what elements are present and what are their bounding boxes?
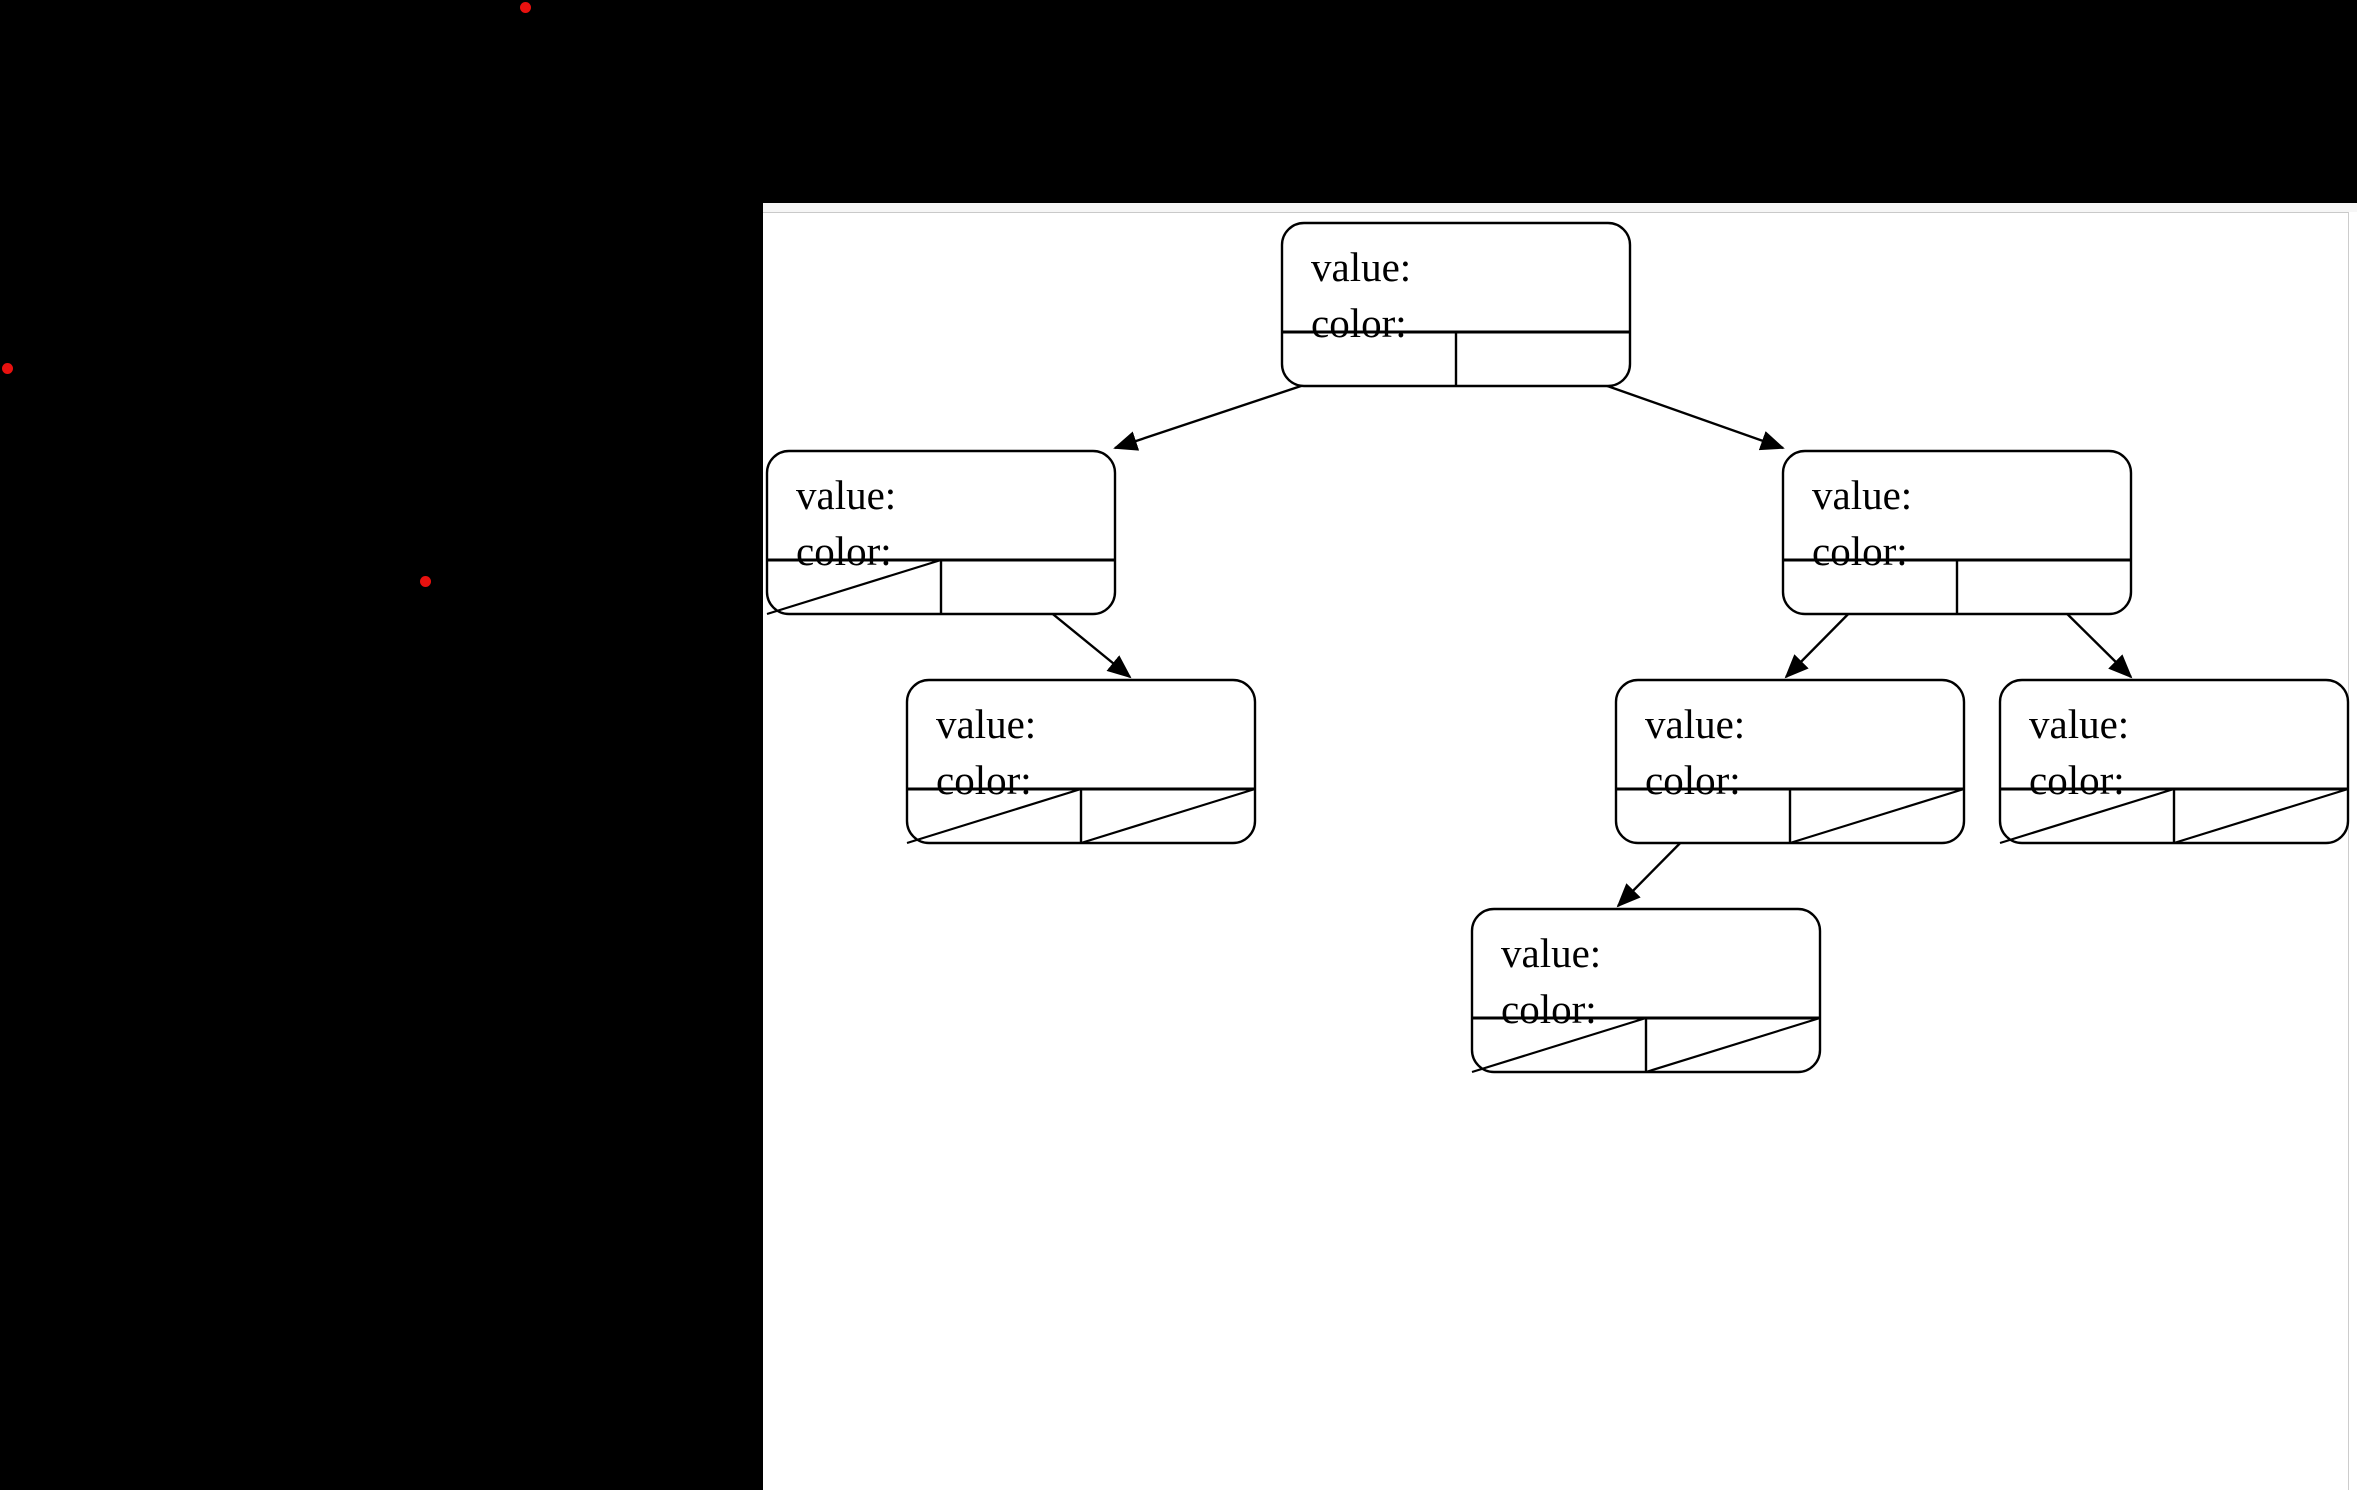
node-left-child-value-label: value: [796, 472, 896, 518]
tree-node-right-left-grandchild[interactable]: value: color: [1614, 678, 1966, 845]
marker-dot-3 [420, 576, 431, 587]
tree-node-left-right-grandchild[interactable]: value: color: [905, 678, 1257, 845]
node-right-left-grandchild-color-label: color: [1645, 757, 1741, 803]
node-left-child-left-null-slash-icon [766, 558, 942, 616]
tree-node-left-child[interactable]: value: color: [765, 449, 1117, 616]
tree-node-deepest[interactable]: value: color: [1470, 907, 1822, 1074]
vertical-scrollbar[interactable] [2348, 212, 2357, 1490]
marker-dot-2 [2, 363, 13, 374]
node-right-right-grandchild-left-null-slash-icon [1999, 787, 2175, 845]
node-deepest-color-label: color: [1501, 986, 1597, 1032]
marker-dot-1 [520, 2, 531, 13]
node-right-child-value-label: value: [1812, 472, 1912, 518]
node-left-right-grandchild-color-label: color: [936, 757, 1032, 803]
tree-node-right-child[interactable]: value: color: [1781, 449, 2133, 616]
node-deepest-right-null-slash-icon [1645, 1016, 1821, 1074]
tree-node-right-right-grandchild[interactable]: value: color: [1998, 678, 2350, 845]
node-right-right-grandchild-right-null-slash-icon [2173, 787, 2349, 845]
node-right-child-color-label: color: [1812, 528, 1908, 574]
node-left-right-grandchild-value-label: value: [936, 701, 1036, 747]
node-right-right-grandchild-value-label: value: [2029, 701, 2129, 747]
panel-top-bar [763, 203, 2357, 213]
node-deepest-value-label: value: [1501, 930, 1601, 976]
node-left-right-grandchild-right-null-slash-icon [1080, 787, 1256, 845]
node-right-left-grandchild-right-null-slash-icon [1789, 787, 1965, 845]
binary-tree-diagram: value: color: value: color: value: color… [765, 221, 2350, 1074]
node-right-right-grandchild-color-label: color: [2029, 757, 2125, 803]
node-root-value-label: value: [1311, 244, 1411, 290]
node-left-child-color-label: color: [796, 528, 892, 574]
node-left-right-grandchild-left-null-slash-icon [906, 787, 1082, 845]
document-viewport-panel[interactable]: value: color: value: color: value: color… [763, 203, 2357, 1490]
tree-node-root[interactable]: value: color: [1280, 221, 1632, 388]
node-root-color-label: color: [1311, 300, 1407, 346]
node-right-left-grandchild-value-label: value: [1645, 701, 1745, 747]
node-deepest-left-null-slash-icon [1471, 1016, 1647, 1074]
